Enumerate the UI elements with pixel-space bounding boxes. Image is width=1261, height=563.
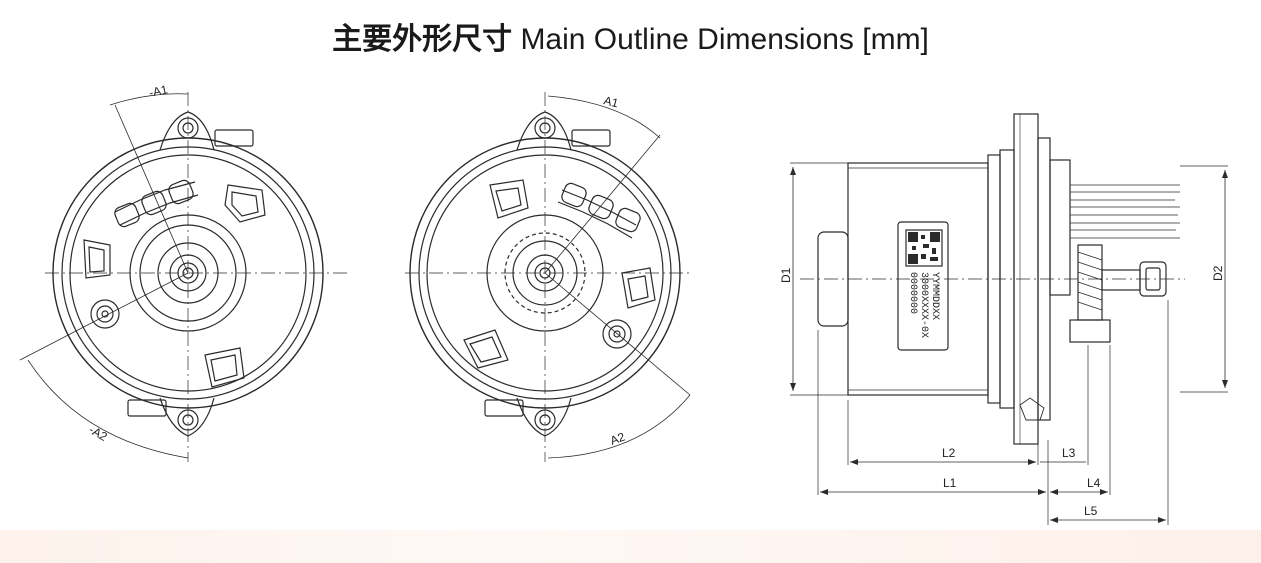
title-chinese: 主要外形尺寸 [332,22,513,57]
marking-line-2: 3000XXXX-0X [918,272,929,338]
page-title: 主要外形尺寸 Main Outline Dimensions [mm] [0,14,1261,58]
side-view [790,113,1228,525]
label-d1: D1 [779,267,793,283]
label-d2: D2 [1211,265,1225,281]
label-right-a1: A1 [602,93,620,110]
label-l2: L2 [942,446,956,460]
marking-line-3: YYMMDDXX [929,272,940,320]
title-english: Main Outline Dimensions [mm] [520,23,929,56]
label-left-a1: -A1 [148,82,169,100]
label-right-a2: A2 [608,430,627,448]
label-l3: L3 [1062,446,1076,460]
marking-line-1: 0000000 [907,272,918,314]
front-view-right [405,92,691,462]
label-l1: L1 [943,476,957,490]
label-l5: L5 [1084,504,1098,518]
qr-code-icon [908,232,940,264]
front-view-left [19,92,350,462]
label-l4: L4 [1087,476,1101,490]
label-left-a2: -A2 [87,422,110,444]
footer-watermark-band [0,530,1261,563]
